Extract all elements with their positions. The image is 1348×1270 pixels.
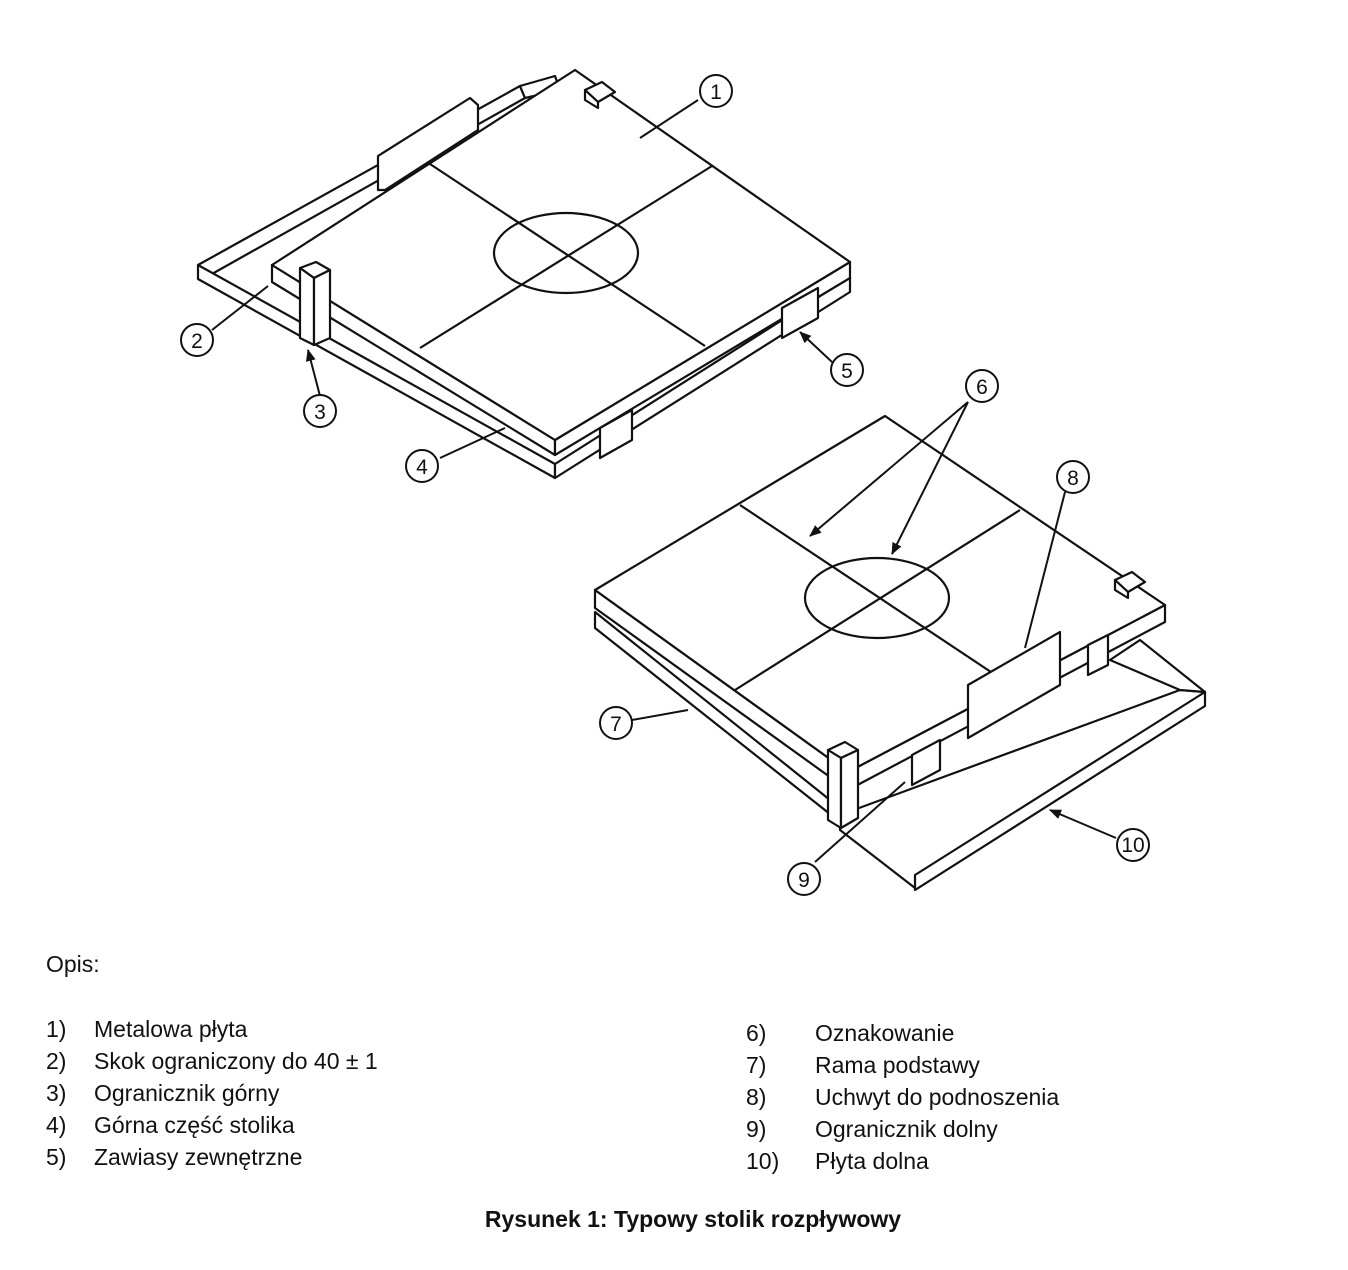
- legend-item: 6) Oznakowanie: [746, 1017, 1059, 1049]
- legend-left-column: 1) Metalowa płyta 2) Skok ograniczony do…: [46, 1013, 378, 1173]
- svg-text:7: 7: [610, 713, 622, 736]
- legend-item-number: 6): [746, 1020, 767, 1046]
- callout-marks: 1 2 3 4 5 6 7 8: [180, 74, 1150, 896]
- svg-text:9: 9: [798, 869, 810, 892]
- leader-lines: [211, 99, 1117, 863]
- callout-5: 5: [830, 353, 864, 387]
- legend-item-text: Górna część stolika: [94, 1112, 295, 1138]
- svg-text:3: 3: [314, 401, 326, 424]
- legend-item-number: 5): [46, 1144, 67, 1170]
- callout-8: 8: [1056, 460, 1090, 494]
- legend-item: 3) Ogranicznik górny: [46, 1077, 378, 1109]
- legend-item: 2) Skok ograniczony do 40 ± 1: [46, 1045, 378, 1077]
- legend-item-text: Ogranicznik dolny: [815, 1116, 998, 1142]
- legend-item: 9) Ogranicznik dolny: [746, 1113, 1059, 1145]
- legend-item: 5) Zawiasy zewnętrzne: [46, 1141, 378, 1173]
- callout-3: 3: [303, 394, 337, 428]
- legend-item-number: 9): [746, 1116, 767, 1142]
- legend-item-number: 3): [46, 1080, 67, 1106]
- legend-item-text: Metalowa płyta: [94, 1016, 248, 1042]
- callout-1: 1: [699, 74, 733, 108]
- legend-item-number: 7): [746, 1052, 767, 1078]
- bottom-table-assembly: [593, 414, 1207, 892]
- svg-text:6: 6: [976, 376, 988, 399]
- callout-10: 10: [1116, 828, 1150, 862]
- legend-item-text: Uchwyt do podnoszenia: [815, 1084, 1060, 1110]
- legend-item-text: Ogranicznik górny: [94, 1080, 280, 1106]
- legend-item: 4) Górna część stolika: [46, 1109, 378, 1141]
- legend-item: 7) Rama podstawy: [746, 1049, 1059, 1081]
- legend-item-text: Rama podstawy: [815, 1052, 980, 1078]
- legend-item-number: 2): [46, 1048, 67, 1074]
- callout-2: 2: [180, 323, 214, 357]
- svg-text:2: 2: [191, 330, 203, 353]
- legend-right-column: 6) Oznakowanie 7) Rama podstawy 8) Uchwy…: [746, 1017, 1059, 1177]
- legend-item: 1) Metalowa płyta: [46, 1013, 378, 1045]
- legend-item-number: 4): [46, 1112, 67, 1138]
- callout-7: 7: [599, 706, 633, 740]
- svg-text:8: 8: [1067, 467, 1079, 490]
- legend-item-text: Zawiasy zewnętrzne: [94, 1144, 303, 1170]
- svg-text:4: 4: [416, 456, 428, 479]
- legend-item: 8) Uchwyt do podnoszenia: [746, 1081, 1059, 1113]
- callout-6: 6: [965, 369, 999, 403]
- legend-item-number: 10): [746, 1148, 780, 1174]
- svg-text:5: 5: [841, 360, 853, 383]
- legend-item: 10) Płyta dolna: [746, 1145, 1059, 1177]
- legend-title: Opis:: [46, 951, 100, 977]
- legend-item-number: 8): [746, 1084, 767, 1110]
- callout-9: 9: [787, 862, 821, 896]
- figure-caption: Rysunek 1: Typowy stolik rozpływowy: [484, 1206, 902, 1232]
- flow-table-diagram: 1 2 3 4 5 6 7 8: [180, 68, 1207, 896]
- svg-text:1: 1: [710, 81, 722, 104]
- svg-text:10: 10: [1121, 834, 1144, 857]
- top-table-assembly: [196, 68, 852, 480]
- callout-4: 4: [405, 449, 439, 483]
- legend-item-text: Płyta dolna: [815, 1148, 929, 1174]
- legend-item-text: Skok ograniczony do 40 ± 1: [94, 1048, 378, 1074]
- legend-item-text: Oznakowanie: [815, 1020, 955, 1046]
- legend-item-number: 1): [46, 1016, 67, 1042]
